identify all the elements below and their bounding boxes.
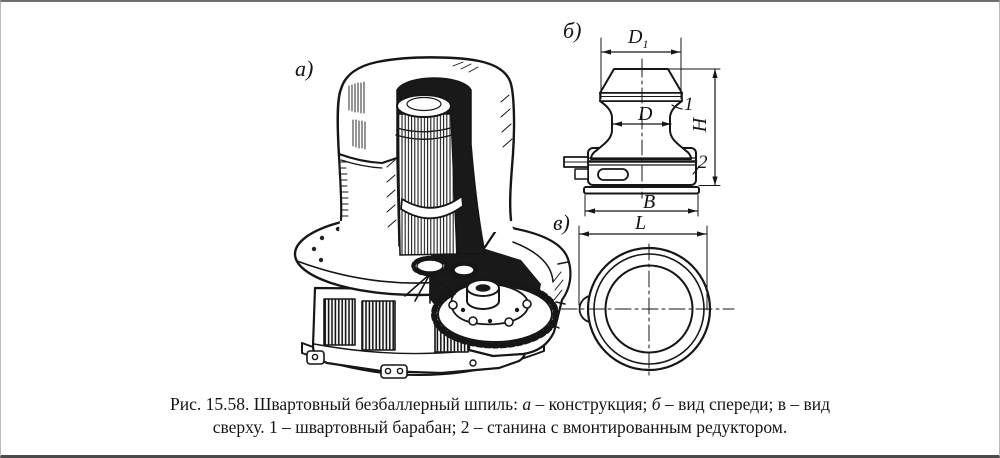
worm-gear-wheel — [431, 279, 559, 349]
caption-line-1: Рис. 15.58. Швартовный безбаллерный шпил… — [1, 393, 999, 416]
dimension-l — [578, 225, 708, 311]
part-label-1: 1 — [684, 94, 694, 115]
leader-part-2 — [692, 165, 700, 175]
dim-label-h: H — [689, 117, 712, 133]
figure-caption: Рис. 15.58. Швартовный безбаллерный шпил… — [1, 393, 999, 439]
shaft-collar — [400, 195, 464, 220]
dim-label-d1-subscript: 1 — [642, 37, 649, 51]
dim-label-b: B — [643, 191, 656, 213]
dim-label-l: L — [635, 212, 647, 234]
dim-label-d1-letter: D — [628, 26, 643, 48]
caption-run: – конструкция; — [531, 394, 652, 414]
dim-label-d1: D1 — [628, 27, 648, 50]
cutaway-construction-view — [293, 56, 572, 379]
caption-run: сверху. 1 – швартовный барабан; 2 – стан… — [212, 417, 788, 437]
caption-run: – вид спереди; в – вид — [660, 394, 831, 414]
caption-run: Рис. 15.58. Швартовный безбаллерный шпил… — [169, 394, 523, 414]
dim-label-d: D — [638, 103, 653, 125]
inner-motor-cylinder — [395, 94, 464, 256]
caption-run-italic: б — [651, 394, 661, 414]
caption-run-italic: а — [522, 394, 532, 414]
top-view — [560, 225, 735, 377]
caption-line-2: сверху. 1 – швартовный барабан; 2 – стан… — [1, 416, 999, 439]
pinion-gears — [404, 255, 479, 304]
view-label-v: в) — [553, 210, 570, 235]
leader-part-1 — [671, 104, 683, 110]
dimension-d — [612, 121, 672, 127]
dimension-b — [584, 194, 699, 217]
view-label-a: а) — [295, 56, 314, 81]
dimension-h — [668, 68, 721, 187]
view-label-b: б) — [563, 18, 582, 43]
part-label-2: 2 — [698, 152, 708, 173]
side-lug — [578, 295, 591, 323]
front-view — [563, 37, 721, 217]
